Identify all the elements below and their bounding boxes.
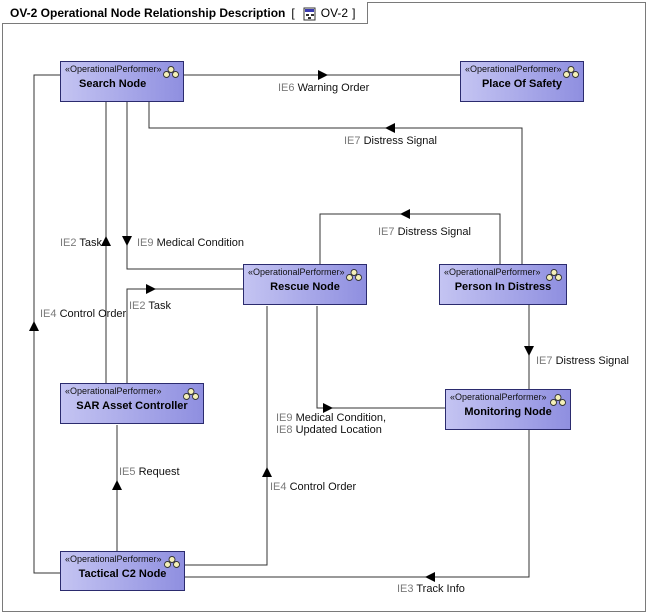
edge-ie3[interactable] bbox=[185, 430, 530, 578]
edge-label-ie4b: IE4 Control Order bbox=[270, 481, 356, 493]
operational-performer-icon bbox=[163, 66, 179, 78]
arrowhead-ie4b bbox=[262, 467, 272, 477]
edge-ie7a[interactable] bbox=[148, 102, 523, 264]
arrowhead-ie98 bbox=[323, 403, 333, 413]
edge-ie98[interactable] bbox=[316, 306, 445, 409]
operational-performer-icon bbox=[563, 66, 579, 78]
edge-label-ie2b: IE2 Task bbox=[129, 300, 171, 312]
edge-text: Track Info bbox=[416, 583, 465, 595]
edge-text: Warning Order bbox=[297, 82, 370, 94]
node-place-of-safety[interactable]: «OperationalPerformer» Place Of Safety bbox=[460, 61, 584, 102]
arrowhead-ie2b bbox=[146, 284, 156, 294]
node-name: Person In Distress bbox=[454, 281, 552, 293]
edge-text: Control Order bbox=[59, 308, 127, 320]
operational-performer-icon bbox=[164, 556, 180, 568]
edge-label-ie7c: IE7 Distress Signal bbox=[536, 355, 629, 367]
arrowhead-ie4a bbox=[29, 321, 39, 331]
node-name: Tactical C2 Node bbox=[78, 568, 167, 580]
bracket-close: ] bbox=[352, 5, 356, 20]
node-name: SAR Asset Controller bbox=[76, 400, 188, 412]
node-stereotype: «OperationalPerformer» bbox=[65, 386, 162, 396]
node-stereotype: «OperationalPerformer» bbox=[444, 267, 541, 277]
edge-ie2b[interactable] bbox=[126, 288, 243, 383]
edge-id: IE9 bbox=[276, 412, 293, 424]
edge-label-ie3: IE3 Track Info bbox=[397, 583, 465, 595]
diagram-title: OV-2 Operational Node Relationship Descr… bbox=[10, 5, 286, 20]
edge-text: Task bbox=[148, 300, 171, 312]
arrowhead-ie5 bbox=[112, 480, 122, 490]
edge-label-ie7a: IE7 Distress Signal bbox=[344, 135, 437, 147]
operational-performer-icon bbox=[346, 269, 362, 281]
edge-label-ie98: IE9 Medical Condition, IE8 Updated Locat… bbox=[276, 412, 386, 436]
edge-id: IE4 bbox=[270, 481, 287, 493]
edge-id: IE3 bbox=[397, 583, 414, 595]
edge-ie4b[interactable] bbox=[185, 306, 268, 566]
edge-id: IE9 bbox=[137, 237, 154, 249]
edge-id: IE4 bbox=[40, 308, 57, 320]
diagram-document-icon bbox=[303, 7, 316, 20]
edge-id: IE7 bbox=[344, 135, 361, 147]
node-stereotype: «OperationalPerformer» bbox=[248, 267, 345, 277]
node-sar-asset-controller[interactable]: «OperationalPerformer» SAR Asset Control… bbox=[60, 383, 204, 424]
arrowhead-ie7c bbox=[524, 346, 534, 356]
edge-ie4a[interactable] bbox=[33, 74, 60, 574]
operational-performer-icon bbox=[183, 388, 199, 400]
arrowhead-ie3 bbox=[425, 572, 435, 582]
edge-text: Request bbox=[138, 466, 180, 478]
edge-id: IE2 bbox=[129, 300, 146, 312]
arrowhead-ie9 bbox=[122, 236, 132, 246]
node-rescue-node[interactable]: «OperationalPerformer» Rescue Node bbox=[243, 264, 367, 305]
node-name: Place Of Safety bbox=[481, 78, 563, 90]
node-name: Search Node bbox=[79, 78, 147, 90]
edge-id: IE7 bbox=[536, 355, 553, 367]
edge-text: Medical Condition, bbox=[295, 412, 387, 424]
edge-id-2: IE8 bbox=[276, 424, 293, 436]
edge-label-ie2a: IE2 Task bbox=[60, 237, 102, 249]
arrowhead-ie7b bbox=[400, 209, 410, 219]
node-monitoring-node[interactable]: «OperationalPerformer» Monitoring Node bbox=[445, 389, 571, 430]
edge-id: IE6 bbox=[278, 82, 295, 94]
arrowhead-ie2a bbox=[101, 236, 111, 246]
arrowhead-ie6 bbox=[318, 70, 328, 80]
edge-text: Control Order bbox=[289, 481, 357, 493]
edge-id: IE5 bbox=[119, 466, 136, 478]
edge-label-ie7b: IE7 Distress Signal bbox=[378, 226, 471, 238]
edge-text: Medical Condition bbox=[156, 237, 245, 249]
edge-id: IE2 bbox=[60, 237, 77, 249]
node-name: Rescue Node bbox=[270, 281, 340, 293]
operational-performer-icon bbox=[550, 394, 566, 406]
edge-text: Task bbox=[79, 237, 102, 249]
diagram-title-tab: OV-2 Operational Node Relationship Descr… bbox=[2, 2, 369, 24]
bracket-open: [ bbox=[291, 5, 295, 20]
node-stereotype: «OperationalPerformer» bbox=[450, 392, 547, 402]
node-person-in-distress[interactable]: «OperationalPerformer» Person In Distres… bbox=[439, 264, 567, 305]
edge-label-ie9: IE9 Medical Condition bbox=[137, 237, 244, 249]
edge-text-2: Updated Location bbox=[295, 424, 382, 436]
edge-label-ie4a: IE4 Control Order bbox=[40, 308, 126, 320]
node-stereotype: «OperationalPerformer» bbox=[65, 554, 162, 564]
operational-performer-icon bbox=[546, 269, 562, 281]
edge-ie7b[interactable] bbox=[319, 213, 501, 264]
node-stereotype: «OperationalPerformer» bbox=[65, 64, 162, 74]
edge-label-ie6: IE6 Warning Order bbox=[278, 82, 369, 94]
edge-text: Distress Signal bbox=[397, 226, 471, 238]
edge-text: Distress Signal bbox=[363, 135, 437, 147]
arrowhead-ie7a bbox=[385, 123, 395, 133]
edge-text: Distress Signal bbox=[555, 355, 629, 367]
edge-ie9[interactable] bbox=[126, 102, 243, 270]
node-stereotype: «OperationalPerformer» bbox=[465, 64, 562, 74]
edge-id: IE7 bbox=[378, 226, 395, 238]
edge-label-line1: IE9 Medical Condition, bbox=[276, 412, 386, 424]
edge-label-line2: IE8 Updated Location bbox=[276, 424, 386, 436]
node-name: Monitoring Node bbox=[464, 406, 552, 418]
node-tactical-c2-node[interactable]: «OperationalPerformer» Tactical C2 Node bbox=[60, 551, 185, 591]
node-search-node[interactable]: «OperationalPerformer» Search Node bbox=[60, 61, 184, 102]
edge-label-ie5: IE5 Request bbox=[119, 466, 180, 478]
diagram-ref-label: OV-2 bbox=[320, 5, 349, 20]
